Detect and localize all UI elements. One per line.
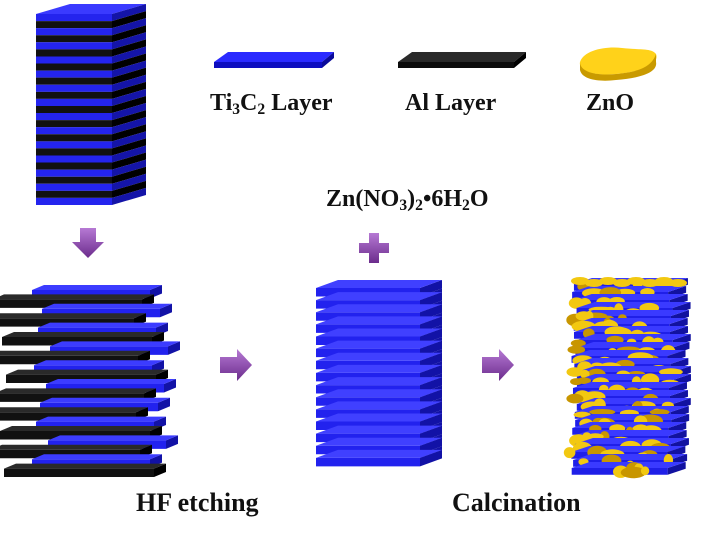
- etched-layer-top: [50, 341, 180, 346]
- inter-layer-top: [316, 341, 442, 349]
- etched-layer-top: [6, 370, 168, 375]
- etched-layer-top: [46, 379, 176, 384]
- max-layer-front: [36, 78, 112, 85]
- max-layer-front: [36, 113, 112, 120]
- zno-particle: [564, 447, 576, 458]
- etched-layer-top: [0, 407, 148, 412]
- max-layer-front: [36, 127, 112, 134]
- step-label-hf-etching: HF etching: [136, 488, 259, 518]
- etched-layer-top: [2, 332, 164, 337]
- max-layer-front: [36, 148, 112, 155]
- inter-layer-top: [316, 280, 442, 288]
- etched-layer-top: [32, 454, 162, 459]
- zno-base-layer-top: [577, 302, 691, 308]
- etched-layer-top: [0, 313, 146, 318]
- reagent-formula: Zn(NO3)2•6H2O: [326, 186, 489, 213]
- inter-layer-top: [316, 389, 442, 397]
- max-layer-front: [36, 21, 112, 28]
- down-arrow: [72, 228, 104, 258]
- max-layer-front: [36, 134, 112, 141]
- inter-layer-top: [316, 401, 442, 409]
- inter-layer-top: [316, 365, 442, 373]
- etched-layer-top: [0, 351, 150, 356]
- zno-base-layer-top: [574, 294, 688, 300]
- legend-ti3c2-plate: [214, 52, 334, 68]
- zno-base-layer-top: [573, 382, 687, 388]
- max-layer-front: [36, 64, 112, 71]
- intercalated-stack: [316, 280, 442, 466]
- zno-particle: [641, 466, 649, 475]
- max-layer-front: [36, 163, 112, 170]
- max-layer-front: [36, 35, 112, 42]
- inter-layer-top: [316, 426, 442, 434]
- inter-layer-top: [316, 304, 442, 312]
- max-layer-front: [36, 191, 112, 198]
- etched-layer-top: [32, 285, 162, 290]
- inter-layer-top: [316, 329, 442, 337]
- right-arrow-etching: [220, 349, 252, 381]
- legend-ti3c2-label: Ti3C2 Layer: [210, 90, 333, 117]
- plus-sign: [359, 233, 389, 263]
- etched-layer-top: [0, 426, 162, 431]
- inter-layer-top: [316, 450, 442, 458]
- etched-layer-top: [34, 360, 164, 365]
- max-phase-stack: [36, 4, 146, 205]
- etched-layer-top: [36, 417, 166, 422]
- zno-particle: [566, 394, 583, 404]
- legend-al-label: Al Layer: [405, 90, 496, 117]
- inter-layer-top: [316, 316, 442, 324]
- inter-layer: [316, 458, 420, 466]
- etched-layer: [4, 469, 154, 477]
- max-layer-front: [36, 198, 112, 205]
- etched-layer-top: [0, 445, 152, 450]
- etched-layer-top: [40, 398, 170, 403]
- inter-layer-top: [316, 413, 442, 421]
- legend-zno-label: ZnO: [586, 90, 634, 117]
- max-layer-front: [36, 85, 112, 92]
- etched-layer-top: [4, 464, 166, 469]
- etched-layer-top: [48, 435, 178, 440]
- zno-particle: [669, 279, 687, 287]
- inter-layer-top: [316, 438, 442, 446]
- max-layer-front: [36, 155, 112, 162]
- etched-layer-top: [0, 294, 154, 299]
- max-layer-front: [36, 184, 112, 191]
- legend-al-plate: [398, 52, 526, 68]
- zno-base-layer-top: [575, 414, 689, 420]
- max-layer-front: [36, 177, 112, 184]
- right-arrow-calcination: [482, 349, 514, 381]
- max-layer-front: [36, 99, 112, 106]
- inter-layer-top: [316, 292, 442, 300]
- max-layer-front: [36, 28, 112, 35]
- max-layer-front: [36, 14, 112, 21]
- max-layer-front: [36, 42, 112, 49]
- etched-layer-top: [0, 388, 156, 393]
- step-label-calcination: Calcination: [452, 488, 581, 518]
- max-layer-front: [36, 170, 112, 177]
- max-layer-front: [36, 106, 112, 113]
- zno-composite-stack: [564, 277, 691, 478]
- max-layer-front: [36, 71, 112, 78]
- inter-layer-top: [316, 377, 442, 385]
- legend-zno-shape: [580, 48, 657, 81]
- max-layer-front: [36, 141, 112, 148]
- max-layer-front: [36, 49, 112, 56]
- etched-layer-top: [38, 323, 168, 328]
- etched-mxene-stack: [0, 285, 180, 477]
- max-layer-front: [36, 120, 112, 127]
- inter-layer-top: [316, 353, 442, 361]
- max-layer-front: [36, 92, 112, 99]
- zno-base-layer-top: [572, 350, 686, 356]
- max-layer-front: [36, 56, 112, 63]
- etched-layer-top: [42, 304, 172, 309]
